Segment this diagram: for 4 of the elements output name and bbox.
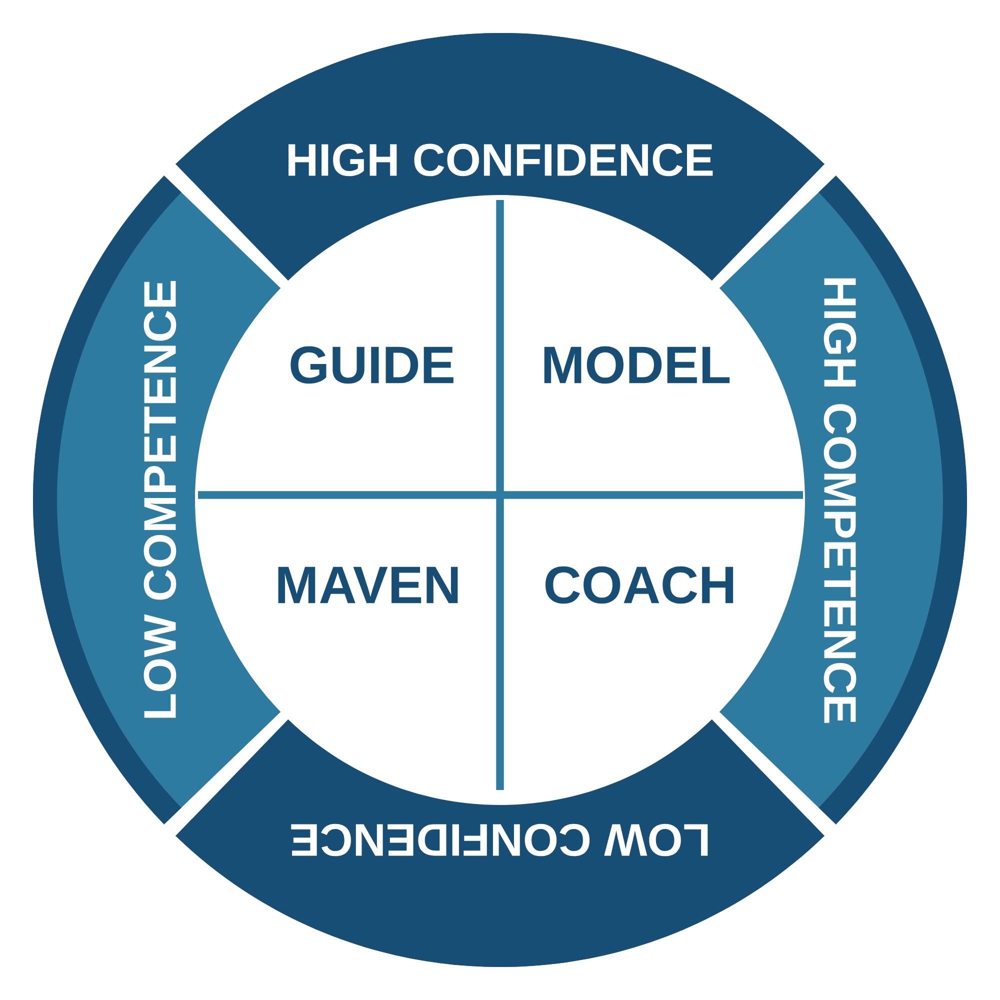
ring-segment: HIGH CONFIDENCE xyxy=(176,32,824,281)
ring-segment: LOW CONFIDENCE xyxy=(176,719,824,967)
quadrant-label: MAVEN xyxy=(278,566,458,604)
quadrant-label: GUIDE xyxy=(290,346,454,384)
